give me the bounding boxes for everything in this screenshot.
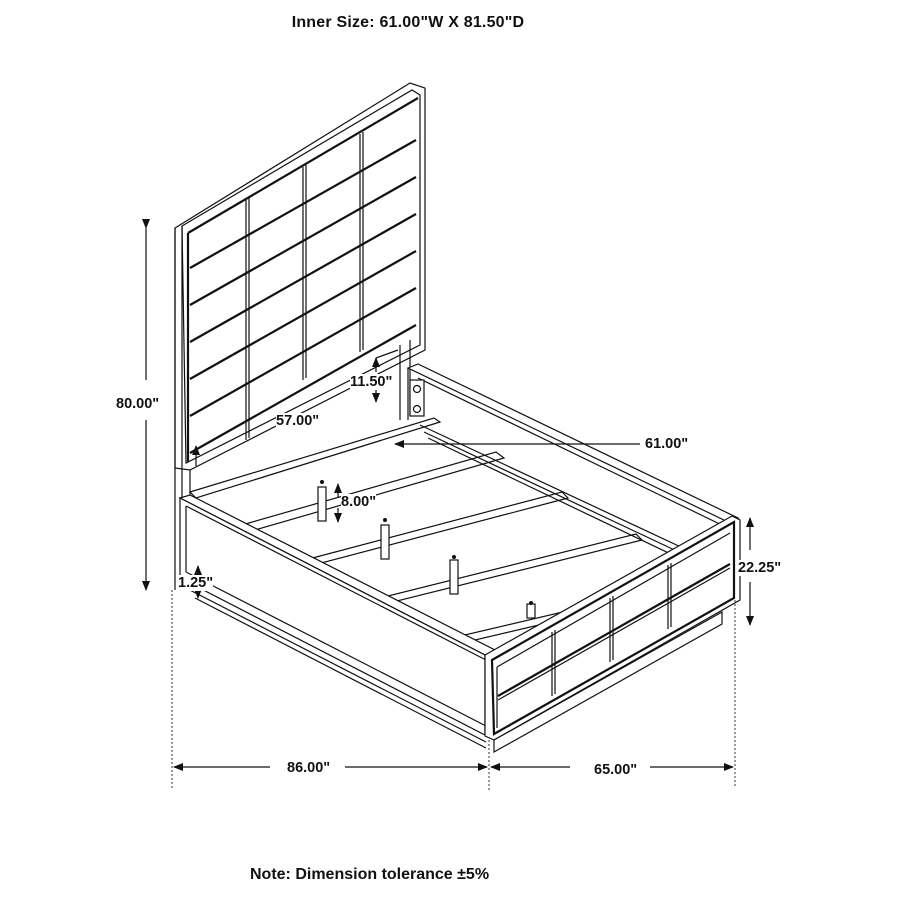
dim-overall-length: 86.00" — [287, 760, 331, 776]
dimension-lines — [142, 219, 754, 792]
dim-rail-clearance: 1.25" — [178, 575, 214, 591]
dim-overall-height: 80.00" — [116, 396, 160, 412]
headboard-panel-grid — [189, 132, 417, 454]
dim-leg-clearance: 8.00" — [341, 494, 377, 510]
dim-inner-width: 61.00" — [645, 436, 689, 452]
inner-size-title: Inner Size: 61.00"W X 81.50"D — [291, 14, 525, 31]
dim-headboard-gap: 11.50" — [350, 374, 393, 390]
right-side-rail — [406, 363, 740, 529]
tolerance-note: Note: Dimension tolerance ±5% — [250, 866, 490, 883]
footboard — [484, 515, 741, 754]
left-side-rail — [178, 494, 497, 749]
dim-headboard-inner-width: 57.00" — [276, 413, 320, 429]
dim-footboard-height: 22.25" — [738, 560, 782, 576]
footboard-panel-grid — [497, 563, 731, 701]
dim-overall-width: 65.00" — [594, 762, 638, 778]
